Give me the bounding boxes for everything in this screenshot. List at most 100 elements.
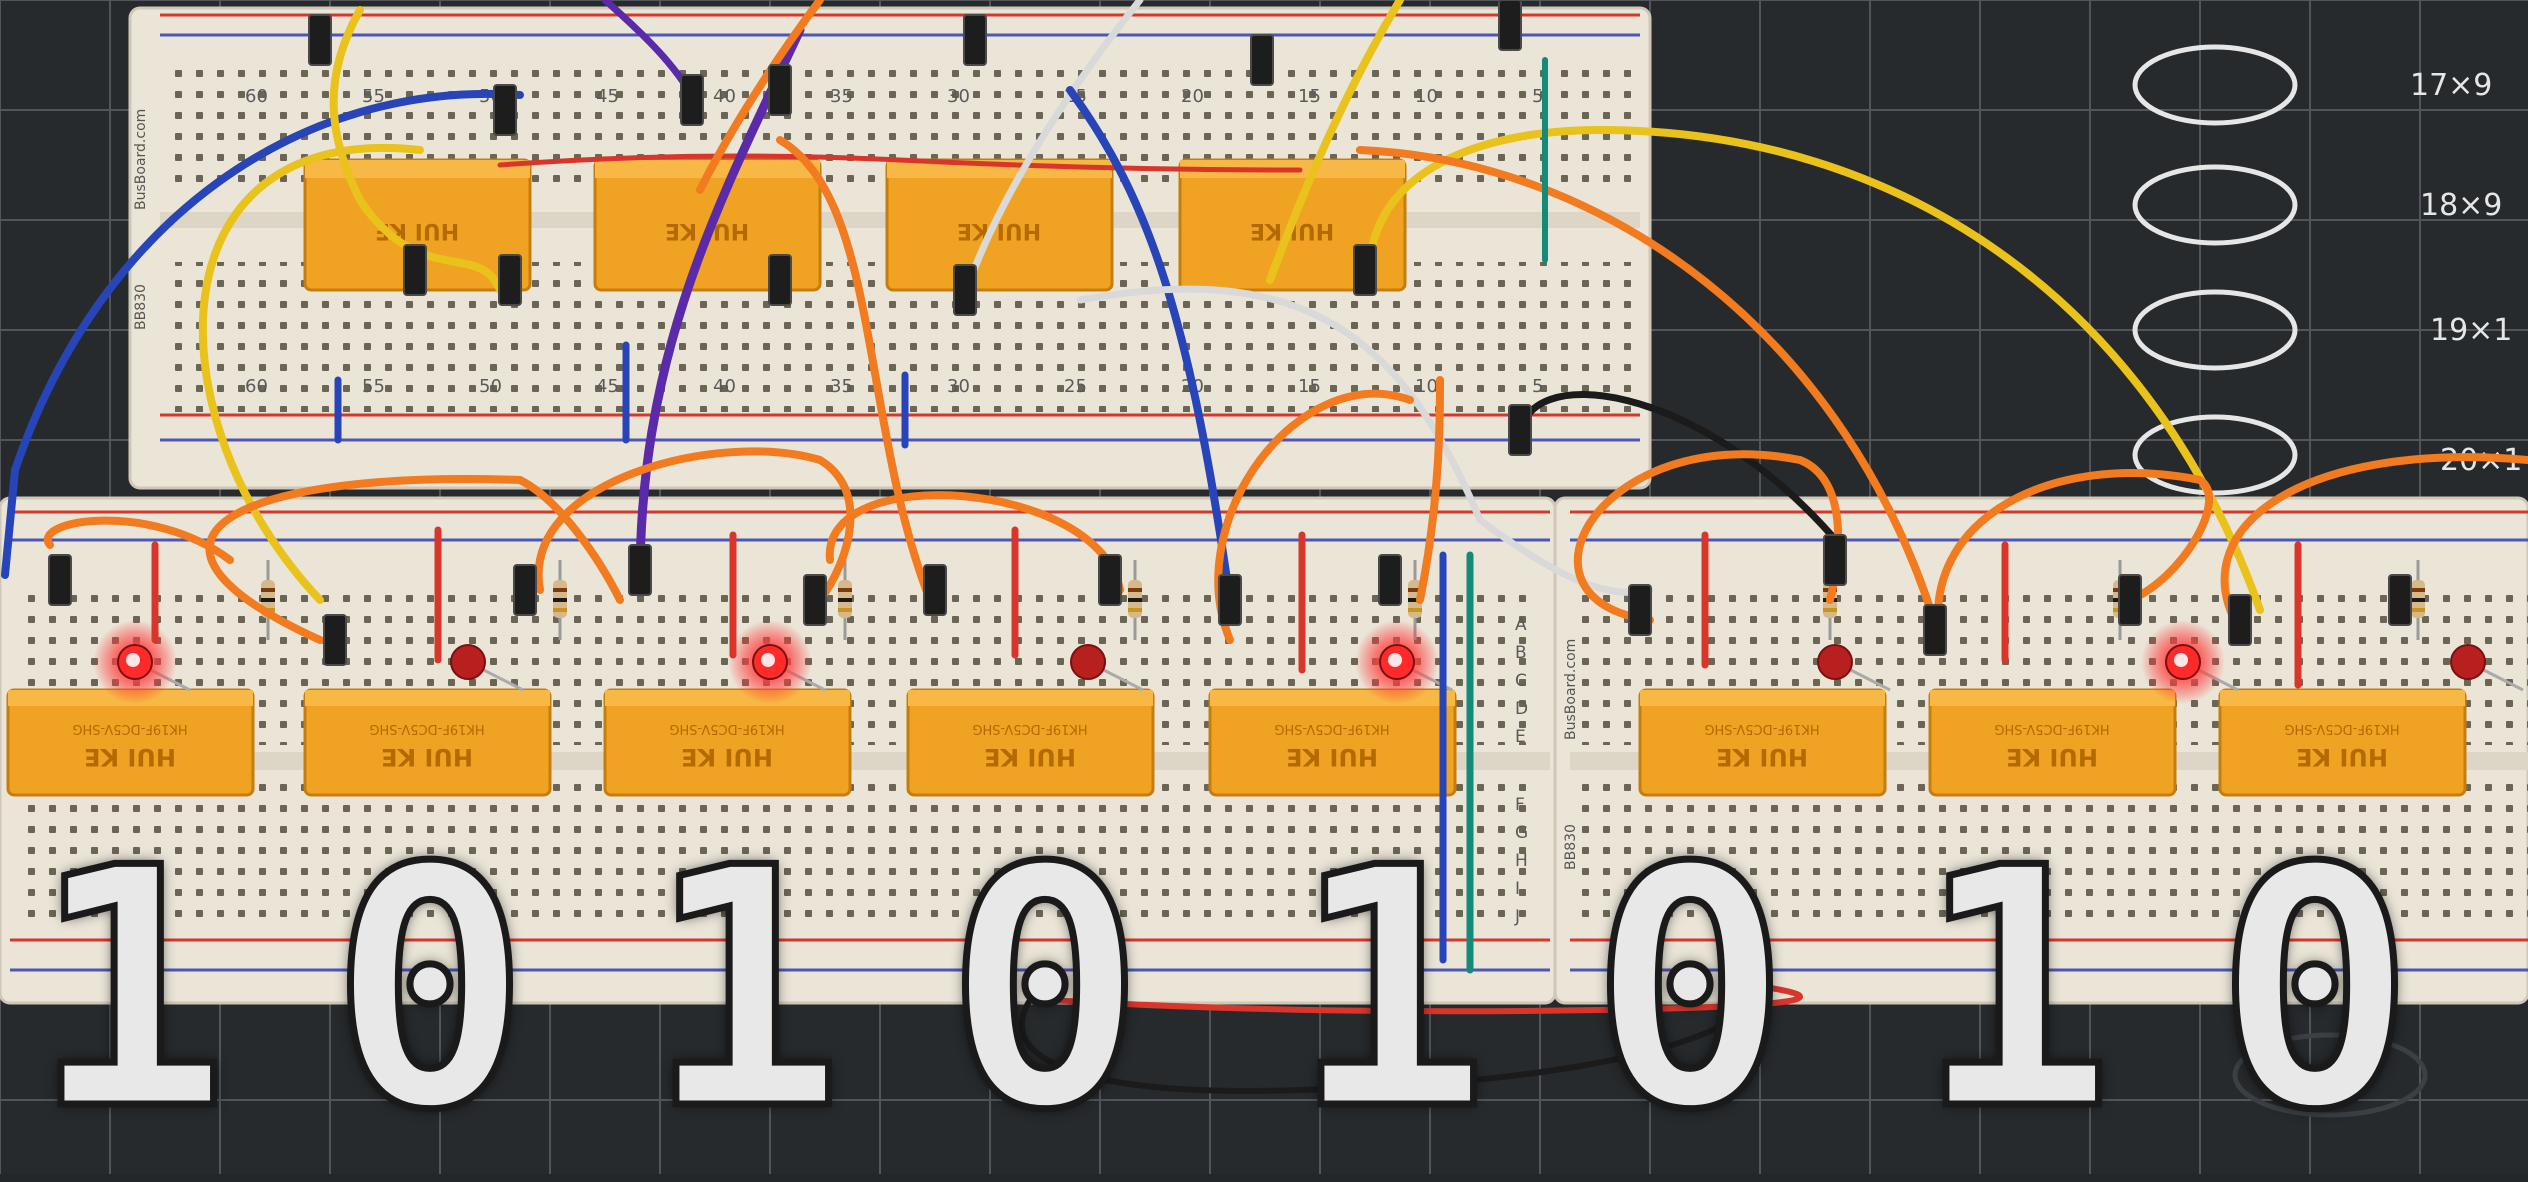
led-on [2141, 620, 2239, 704]
dupont-connector [923, 564, 947, 616]
resistor [553, 560, 567, 640]
top-board-model: BB830 [133, 284, 149, 330]
led-row [93, 620, 2524, 704]
relay-brand-text: HUI KE [1716, 743, 1808, 771]
resistor [1128, 560, 1142, 640]
relay-model-text: HK19F-DC5V-SHG [2284, 721, 2399, 736]
dupont-connector [1353, 244, 1377, 296]
dupont-connector [498, 254, 522, 306]
row-letter: A [1515, 615, 1527, 635]
relay-brand-text: HUI KE [84, 743, 176, 771]
row-letter: E [1515, 727, 1526, 747]
mat-labels: 17×9 18×9 19×1 20×1 [2410, 68, 2522, 478]
dupont-connector [2118, 574, 2142, 626]
dupont-connector [1250, 34, 1274, 86]
dupont-connector [1218, 574, 1242, 626]
relay-brand-text: HUI KE [2296, 743, 2388, 771]
top-board-brand: BusBoard.com [133, 109, 149, 210]
dupont-connector [680, 74, 704, 126]
dupont-connector [1628, 584, 1652, 636]
dupont-connector [1498, 0, 1522, 51]
relay-model-text: HK19F-DC5V-SHG [1274, 721, 1389, 736]
led-off [1817, 644, 1891, 692]
row-letter: J [1514, 907, 1520, 927]
relay-model-text: HK19F-DC5V-SHG [1704, 721, 1819, 736]
binary-digit: 1 [1287, 798, 1493, 1182]
row-number-top-lower: 60 [245, 376, 268, 397]
dupont-connector [323, 614, 347, 666]
row-number-top: 35 [830, 86, 853, 107]
relay-brand-text: HUI KE [2006, 743, 2098, 771]
relay-brand-text: HUI KE [984, 743, 1076, 771]
row-number-top: 5 [1532, 86, 1543, 107]
dupont-connector [493, 84, 517, 136]
row-number-top: 10 [1415, 86, 1438, 107]
row-letter: I [1515, 879, 1520, 899]
led-off [1070, 644, 1144, 692]
row-letter: F [1515, 795, 1525, 815]
relay-brand-text: HUI KE [681, 743, 773, 771]
relay-model-text: HK19F-DC5V-SHG [72, 721, 187, 736]
resistor [838, 560, 852, 640]
row-number-top: 30 [947, 86, 970, 107]
relay-bottom: HUI KE HK19F-DC5V-SHG [906, 688, 1155, 797]
relay-model-text: HK19F-DC5V-SHG [669, 721, 784, 736]
row-letter: B [1515, 643, 1527, 663]
dupont-connector [953, 264, 977, 316]
row-letter: G [1515, 823, 1528, 843]
jumper-wires [1, 0, 2528, 1094]
led-on [728, 620, 826, 704]
right-board-model: BB830 [1563, 824, 1579, 870]
row-number-top: 15 [1298, 86, 1321, 107]
bottom-relay-row: HUI KE HK19F-DC5V-SHG HUI KE HK19F-DC5V-SHG… [6, 688, 2467, 797]
led-on [1355, 620, 1453, 704]
mat-label-3: 19×1 [2430, 313, 2512, 348]
binary-digit: 1 [642, 798, 848, 1182]
binary-digit: 0 [2212, 798, 2418, 1182]
binary-digit: 0 [1587, 798, 1793, 1182]
row-number-top-lower: 10 [1415, 376, 1438, 397]
row-number-top: 55 [362, 86, 385, 107]
binary-digit: 1 [1912, 798, 2118, 1182]
row-number-top-lower: 25 [1064, 376, 1087, 397]
relay-model-text: HK19F-DC5V-SHG [972, 721, 1087, 736]
dupont-connector [2228, 594, 2252, 646]
led-off [450, 644, 524, 692]
mat-ovals [2132, 44, 2428, 1118]
dupont-connector [2388, 574, 2412, 626]
relay-model-text: HK19F-DC5V-SHG [1994, 721, 2109, 736]
relay-brand-text: HUI KE [1286, 743, 1378, 771]
relay-bottom: HUI KE HK19F-DC5V-SHG [1208, 688, 1457, 797]
row-number-top-lower: 55 [362, 376, 385, 397]
dupont-connector [1823, 534, 1847, 586]
row-number-top-lower: 5 [1532, 376, 1543, 397]
relay-bottom: HUI KE HK19F-DC5V-SHG [603, 688, 852, 797]
binary-digit: 0 [327, 798, 533, 1182]
right-board-brand: BusBoard.com [1563, 639, 1579, 740]
dupont-connector [403, 244, 427, 296]
mat-label-2: 18×9 [2420, 188, 2502, 223]
row-number-top-lower: 45 [596, 376, 619, 397]
row-number-top-lower: 15 [1298, 376, 1321, 397]
dupont-connector [1923, 604, 1947, 656]
dupont-connector [48, 554, 72, 606]
relay-top: HUI KE [885, 158, 1114, 292]
dupont-connector [308, 14, 332, 66]
row-number-top: 60 [245, 86, 268, 107]
dupont-connectors [48, 0, 2412, 666]
binary-digit: 0 [942, 798, 1148, 1182]
row-number-top-lower: 40 [713, 376, 736, 397]
led-off [2450, 644, 2524, 692]
resistor [2411, 560, 2425, 640]
relay-brand-text: HUI KE [381, 743, 473, 771]
row-number-top: 40 [713, 86, 736, 107]
row-number-top-lower: 30 [947, 376, 970, 397]
dupont-connector [803, 574, 827, 626]
row-number-top-lower: 50 [479, 376, 502, 397]
dupont-connector [1508, 404, 1532, 456]
dupont-connector [768, 254, 792, 306]
